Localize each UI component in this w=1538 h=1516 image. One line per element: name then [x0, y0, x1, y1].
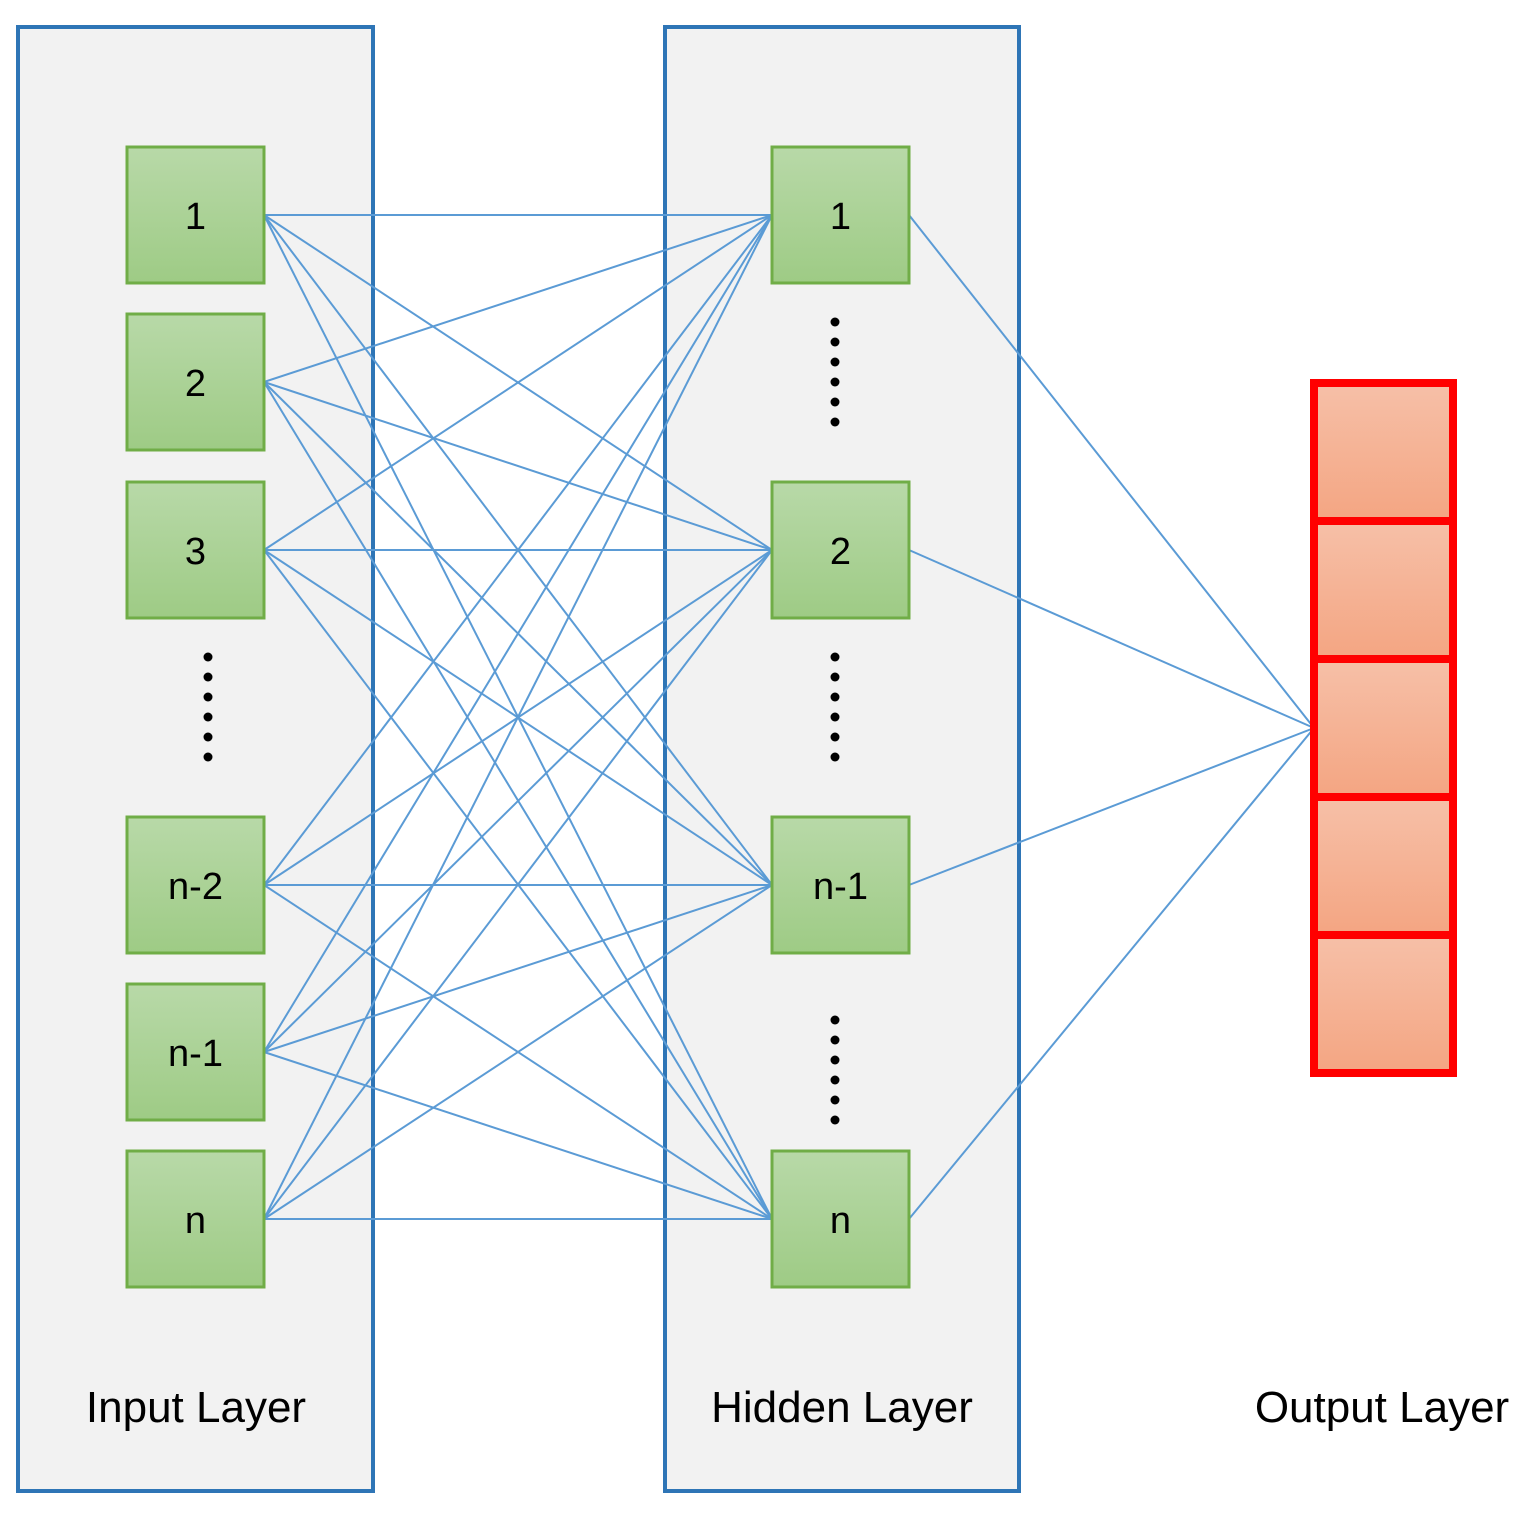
hidden-node-label: n: [830, 1200, 851, 1242]
connection-edges: [263, 214, 1315, 1220]
ellipsis-dot: [830, 672, 840, 682]
edge-hidden-3-output: [908, 727, 1315, 1220]
hidden-node: n-1: [770, 815, 911, 955]
ellipsis-dot: [203, 732, 213, 742]
edge-hidden-1-output: [908, 549, 1315, 729]
edge-hidden-0-output: [908, 214, 1315, 729]
input-node-label: n-1: [168, 1033, 223, 1075]
hidden-node: 1: [770, 145, 911, 285]
hidden-node-box: [770, 815, 911, 955]
ellipsis-dot: [203, 712, 213, 722]
output-cell: [1310, 517, 1457, 663]
output-cell: [1310, 655, 1457, 801]
hidden-node-box: [770, 145, 911, 285]
ellipsis-dot: [830, 1095, 840, 1105]
ellipsis-dot: [830, 377, 840, 387]
edge-input-4-hidden-2: [263, 884, 773, 1053]
ellipsis-dot: [830, 752, 840, 762]
ellipsis-dot: [830, 652, 840, 662]
edge-input-4-hidden-3: [263, 1051, 773, 1220]
hidden-node: n: [770, 1149, 911, 1289]
input-node: n-2: [125, 815, 266, 955]
input-node: n-1: [125, 982, 266, 1122]
vertical-ellipsis: [830, 317, 840, 427]
ellipsis-dot: [203, 672, 213, 682]
ellipsis-dot: [830, 417, 840, 427]
output-cell: [1310, 793, 1457, 939]
hidden-node: 2: [770, 480, 911, 620]
vertical-ellipsis: [830, 652, 840, 762]
input-node-box: [125, 480, 266, 620]
ellipsis-dot: [830, 357, 840, 367]
ellipsis-dot: [830, 1015, 840, 1025]
input-node: 1: [125, 145, 266, 285]
vertical-ellipsis: [830, 1015, 840, 1125]
hidden-layer-label: Hidden Layer: [711, 1383, 973, 1432]
hidden-node-box: [770, 480, 911, 620]
ellipsis-dot: [830, 317, 840, 327]
ellipsis-dot: [830, 397, 840, 407]
ellipsis-dot: [830, 1035, 840, 1045]
ellipsis-dot: [203, 752, 213, 762]
hidden-node-label: 1: [830, 196, 851, 238]
ellipsis-dot: [830, 1115, 840, 1125]
input-node-label: n-2: [168, 866, 223, 908]
ellipsis-dot: [830, 732, 840, 742]
hidden-node-box: [770, 1149, 911, 1289]
edge-input-3-hidden-0: [263, 214, 773, 886]
edge-hidden-2-output: [908, 727, 1315, 886]
output-layer-label: Output Layer: [1255, 1383, 1509, 1432]
input-node-box: [125, 312, 266, 452]
ellipsis-dot: [830, 692, 840, 702]
ellipsis-dot: [203, 652, 213, 662]
vertical-ellipsis: [203, 652, 213, 762]
ellipsis-dot: [830, 337, 840, 347]
edge-input-2-hidden-0: [263, 214, 773, 551]
hidden-node-label: 2: [830, 531, 851, 573]
input-node: n: [125, 1149, 266, 1289]
edge-input-5-hidden-1: [263, 549, 773, 1220]
edge-input-1-hidden-1: [263, 381, 773, 551]
hidden-layer-nodes: 1 2 n-1 n: [770, 145, 911, 1289]
ellipsis-dot: [830, 1075, 840, 1085]
ellipsis-dot: [830, 712, 840, 722]
input-node-box: [125, 982, 266, 1122]
edge-input-5-hidden-2: [263, 884, 773, 1220]
input-node-label: n: [185, 1200, 206, 1242]
edge-input-4-hidden-1: [263, 549, 773, 1053]
input-node-box: [125, 815, 266, 955]
input-node-box: [125, 1149, 266, 1289]
ellipsis-dot: [830, 1055, 840, 1065]
ellipsis-dot: [203, 692, 213, 702]
input-layer-label: Input Layer: [86, 1383, 306, 1432]
edge-input-4-hidden-0: [263, 214, 773, 1053]
edge-input-5-hidden-0: [263, 214, 773, 1220]
output-layer-vector: [1310, 379, 1457, 1077]
output-cell: [1310, 931, 1457, 1077]
input-node: 3: [125, 480, 266, 620]
input-node-label: 3: [185, 531, 206, 573]
input-node: 2: [125, 312, 266, 452]
input-layer-nodes: 1 2 3 n-2 n-1 n: [125, 145, 266, 1289]
hidden-node-label: n-1: [813, 866, 868, 908]
output-cell: [1310, 379, 1457, 525]
ellipsis-dots: [203, 317, 840, 1125]
edge-input-1-hidden-0: [263, 214, 773, 383]
input-node-label: 2: [185, 363, 206, 405]
input-node-label: 1: [185, 196, 206, 238]
input-node-box: [125, 145, 266, 285]
